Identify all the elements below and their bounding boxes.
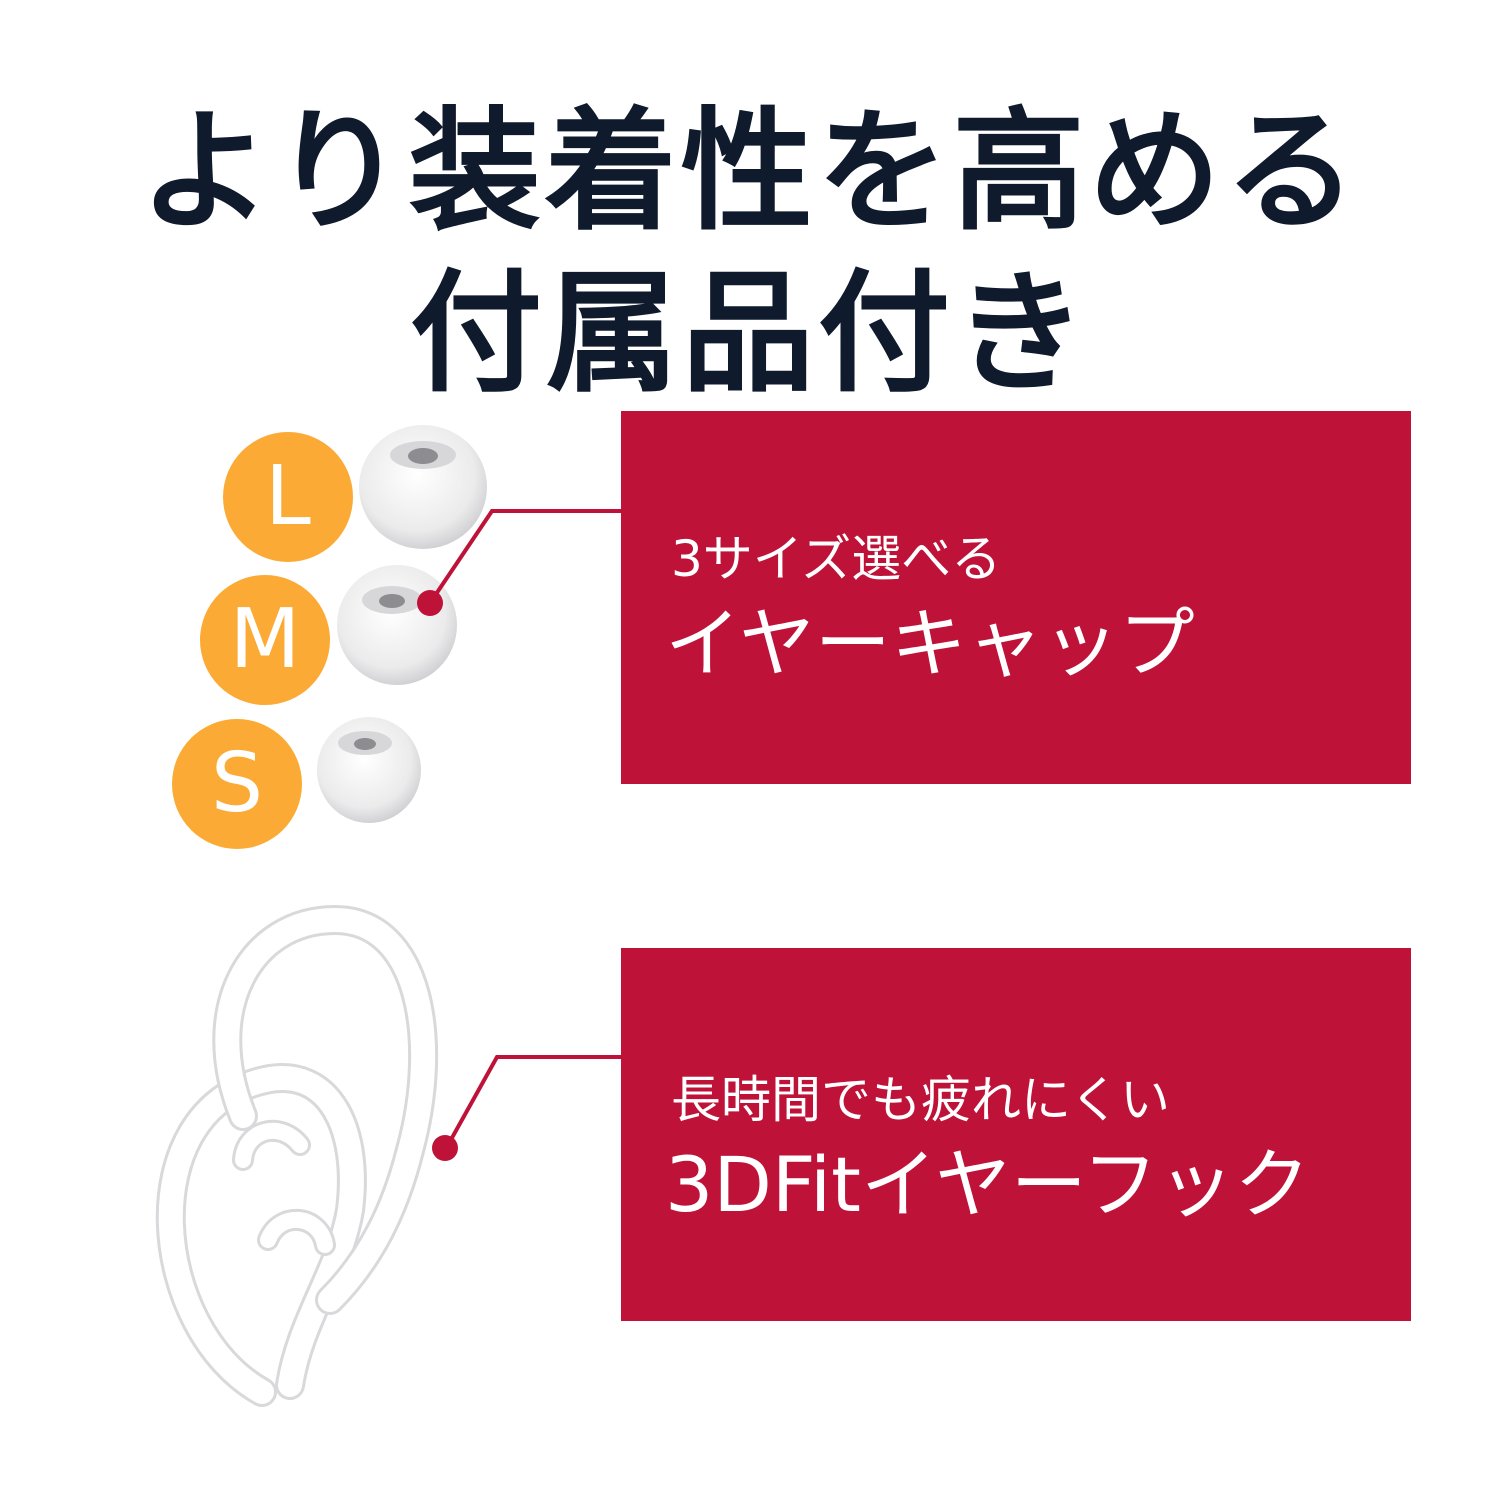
earhook-connector — [432, 1055, 621, 1161]
earhook-callout-title: 3DFitイヤーフック — [665, 1140, 1311, 1229]
headline-line-1: より装着性を高める — [139, 95, 1361, 250]
eartip-medium — [337, 565, 457, 685]
size-badge-l: L — [223, 432, 353, 562]
earhook-illustration — [155, 904, 439, 1407]
eartip-large — [359, 425, 487, 549]
eartip-small — [317, 717, 421, 823]
eartip-callout-title: イヤーキャップ — [665, 599, 1195, 688]
earhook-callout-subtitle: 長時間でも疲れにくい — [671, 1071, 1170, 1129]
earhook-callout: 長時間でも疲れにくい 3DFitイヤーフック — [621, 948, 1411, 1321]
page-headline: より装着性を高める 付属品付き — [0, 91, 1500, 415]
eartip-callout: 3サイズ選べる イヤーキャップ — [621, 411, 1411, 784]
eartip-connector — [417, 509, 621, 616]
headline-line-2: 付属品付き — [410, 257, 1090, 412]
size-badge-m: M — [200, 575, 330, 705]
eartip-callout-subtitle: 3サイズ選べる — [671, 530, 1002, 588]
size-badge-s: S — [172, 719, 302, 849]
